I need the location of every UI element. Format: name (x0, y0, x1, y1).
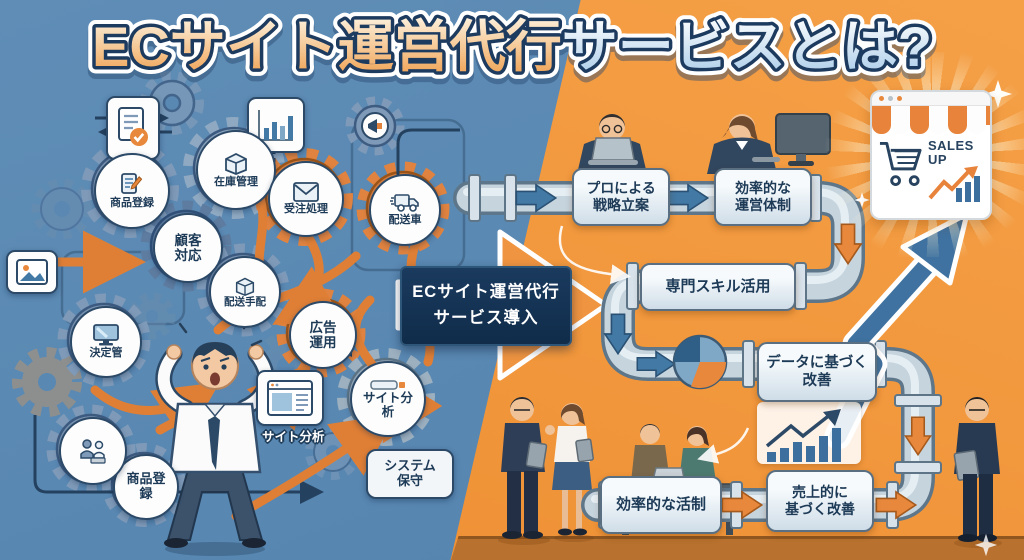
monitor-icon (93, 324, 119, 346)
badge-label: サイト分析 (362, 390, 413, 419)
image-icon (16, 259, 48, 285)
step-efficient-operation: 効率的な活制 (600, 476, 722, 534)
service-introduction-box: ECサイト運営代行 サービス導入 (400, 266, 572, 346)
badge-label: 配送手配 (224, 295, 266, 308)
service-box-line1: ECサイト運営代行 (412, 283, 560, 302)
site-analysis-card (256, 370, 324, 426)
step-line: 専門スキル活用 (665, 277, 771, 295)
badge-label: 広告運用 (309, 319, 337, 350)
task-badge-ad-operation: 広告運用 (289, 301, 357, 369)
growth-chart-panel (757, 402, 861, 464)
step-pro-strategy: プロによる 戦略立案 (572, 168, 670, 226)
task-badge-monitor: 決定管 (70, 306, 142, 378)
step-line: 基づく改善 (785, 501, 855, 517)
mail-icon (293, 182, 319, 203)
step-sales-improvement: 売上的に 基づく改善 (766, 470, 874, 532)
image-card (6, 250, 58, 294)
site-analysis-caption: サイト分析 (262, 430, 325, 444)
bar-chart-icon (258, 110, 293, 141)
browser-dot (879, 96, 884, 101)
shopping-cart-icon (879, 141, 922, 187)
document-check-icon (118, 107, 148, 146)
step-line: 効率的な (735, 179, 791, 196)
floor-strip (450, 536, 1024, 560)
step-line: 効率的な活制 (615, 495, 706, 513)
browser-dot (888, 96, 893, 101)
store-awning (872, 106, 990, 125)
step-data-improvement: データに基づく 改善 (757, 342, 877, 402)
staff-people-icon (80, 439, 106, 464)
document-pencil-icon (121, 173, 143, 195)
document-check-card (106, 96, 160, 160)
browser-window-icon (267, 380, 313, 416)
store-awning-scallops (872, 125, 990, 134)
box-icon (225, 153, 247, 176)
task-badge-customer-support: 顧客対応 (153, 213, 223, 283)
task-badge-shipping-arrangement: 配送手配 (209, 256, 281, 328)
sales-up-block: SALES UP (928, 139, 984, 207)
store-body: SALES UP (872, 134, 990, 207)
badge-label: 顧客対応 (174, 232, 202, 263)
task-badge-product-registration: 商品登録 (94, 153, 170, 229)
step-line: 改善 (802, 373, 832, 389)
task-badge-site-analysis: サイト分析 (350, 361, 426, 437)
service-box-line2: サービス導入 (433, 309, 539, 327)
browser-dot (897, 96, 902, 101)
badge-label: 配送車 (388, 214, 422, 227)
task-badge-inventory: 在庫管理 (196, 130, 276, 210)
sales-up-label-1: SALES (928, 138, 974, 153)
step-line: プロによる (586, 179, 656, 196)
badge-label: 商品登録 (126, 471, 166, 501)
growth-chart-icon (765, 409, 841, 462)
task-badge-delivery-truck: 配送車 (369, 174, 441, 246)
badge-label: 在庫管理 (214, 176, 258, 189)
step-line: データに基づく (766, 354, 868, 371)
browser-bar (872, 92, 990, 106)
system-maintenance-box: システム保守 (366, 449, 454, 499)
badge-label: システム保守 (384, 458, 436, 488)
badge-label: 商品登録 (110, 197, 154, 210)
step-efficient-structure: 効率的な 運営体制 (714, 168, 812, 226)
task-badge-order-processing: 受注処理 (268, 161, 344, 237)
badge-label: 決定管 (89, 347, 123, 360)
badge-label: 受注処理 (284, 203, 328, 216)
step-line: 戦略立案 (593, 197, 649, 213)
task-badge-staff (59, 417, 127, 485)
browser-bar-icon (370, 379, 405, 390)
step-line: 売上的に (792, 483, 848, 500)
sales-trend-icon (928, 166, 980, 203)
truck-icon (390, 194, 419, 213)
step-line: 運営体制 (735, 197, 791, 213)
box-icon (235, 277, 255, 296)
step-expert-skills: 専門スキル活用 (640, 263, 796, 311)
sales-up-label-2: UP (928, 151, 948, 167)
sales-up-store-card: SALES UP (870, 90, 992, 220)
